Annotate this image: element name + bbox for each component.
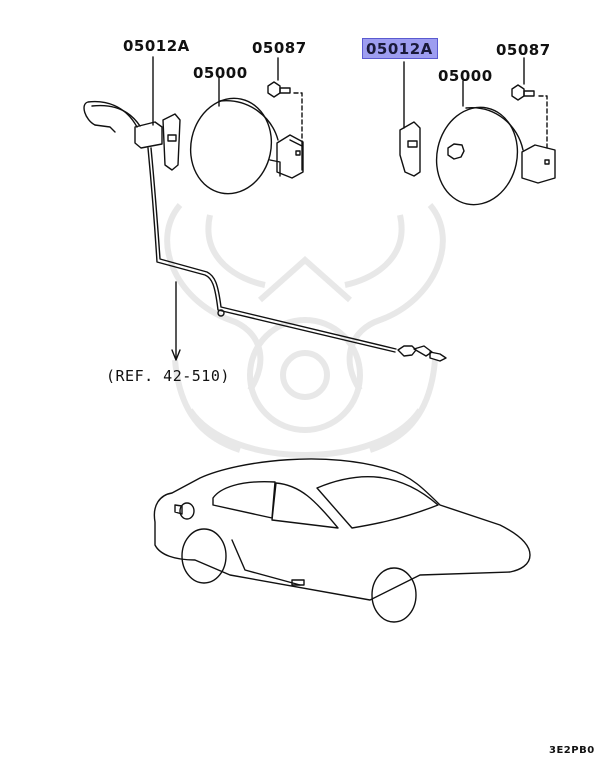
diagram-code: 3E2PB0 [549, 745, 595, 756]
part-label-05087-right[interactable]: 05087 [496, 41, 551, 59]
part-label-05000-right[interactable]: 05000 [438, 67, 493, 85]
part-label-05012A-left[interactable]: 05012A [123, 37, 190, 55]
fuel-lid-right [435, 106, 519, 206]
part-label-05000-left[interactable]: 05000 [193, 64, 248, 82]
reference-note[interactable]: (REF. 42-510) [106, 367, 230, 385]
fuel-lid-left [189, 97, 273, 195]
part-label-05012A-right-highlighted[interactable]: 05012A [362, 38, 438, 59]
lid-key-cutout [447, 143, 465, 160]
bolt-icon-right [511, 84, 535, 101]
part-label-05087-left[interactable]: 05087 [252, 39, 307, 57]
bolt-icon-left [267, 81, 291, 98]
car-outline [153, 458, 531, 623]
watermark-emblem [164, 203, 446, 458]
